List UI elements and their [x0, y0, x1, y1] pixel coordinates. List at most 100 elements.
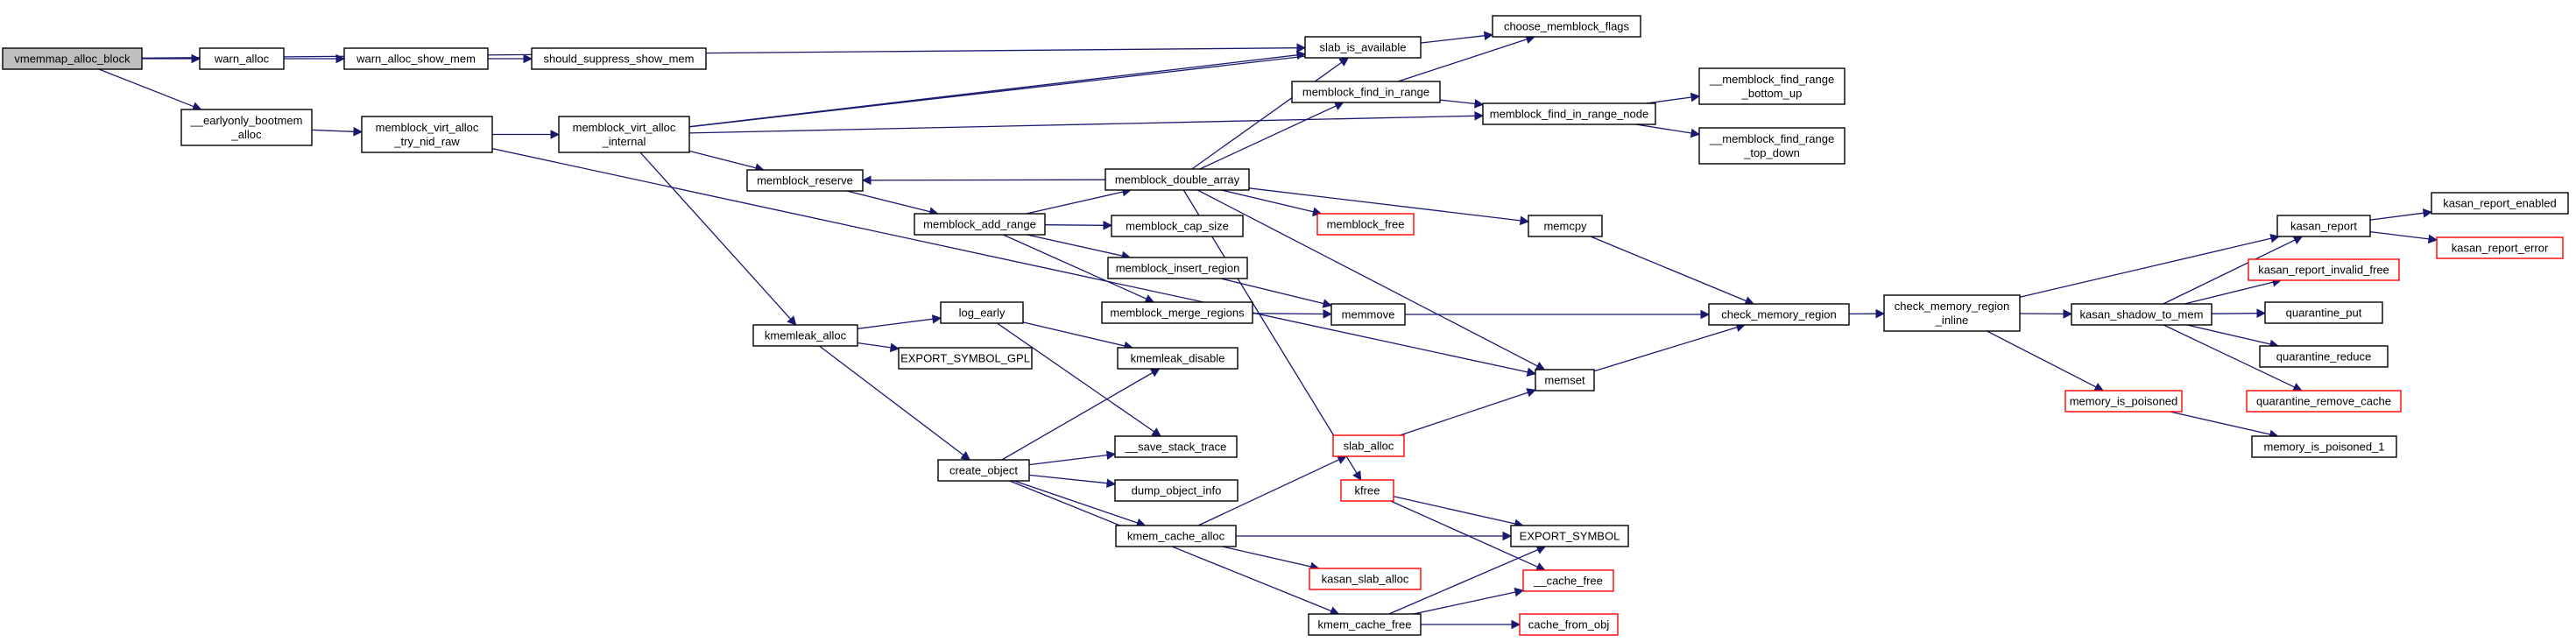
- node-label: memblock_find_in_range_node: [1490, 108, 1648, 121]
- node-memory-is-poisoned[interactable]: memory_is_poisoned: [2064, 390, 2183, 413]
- node-cap-size[interactable]: memblock_cap_size: [1111, 215, 1244, 237]
- node-quarantine-remove-cache[interactable]: quarantine_remove_cache: [2246, 390, 2402, 413]
- node-memory-is-poisoned-1[interactable]: memory_is_poisoned_1: [2251, 435, 2397, 458]
- edge-line: [1191, 61, 1343, 170]
- node-find-in-range-node[interactable]: memblock_find_in_range_node: [1482, 102, 1656, 125]
- node-save-stack-trace[interactable]: __save_stack_trace: [1114, 435, 1238, 458]
- node-box: [558, 116, 690, 153]
- node-label: memblock_double_array: [1115, 173, 1240, 187]
- node-log-early[interactable]: log_early: [940, 301, 1024, 324]
- edge-line: [997, 322, 1155, 433]
- node-earlyonly[interactable]: __earlyonly_bootmem_alloc: [180, 109, 313, 146]
- edge-arrowhead: [1535, 562, 1546, 571]
- edge-line: [1593, 326, 1738, 372]
- edge-arrowhead: [1690, 128, 1701, 138]
- node-double-array[interactable]: memblock_double_array: [1105, 168, 1250, 191]
- edge-line: [1003, 234, 1147, 300]
- edge-find_in_range-to-find_in_range_node: [1439, 99, 1485, 109]
- node-kasan-report-error[interactable]: kasan_report_error: [2436, 236, 2564, 259]
- edge-arrowhead: [1144, 294, 1155, 303]
- edge-create_object-to-dump_object_info: [1028, 474, 1117, 488]
- node-box: [531, 47, 707, 70]
- node-dump-object-info[interactable]: dump_object_info: [1114, 479, 1239, 502]
- edge-line: [1413, 591, 1516, 615]
- edge-double_array-to-memcpy: [1248, 187, 1530, 226]
- node-kasan-report[interactable]: kasan_report: [2276, 215, 2371, 237]
- node-box: [898, 347, 1033, 370]
- edge-line: [1590, 236, 1747, 302]
- node-box: [1535, 369, 1595, 392]
- node-box: [1340, 479, 1394, 502]
- node-find-top-down[interactable]: __memblock_find_range_top_down: [1698, 127, 1846, 165]
- edge-arrowhead: [889, 342, 900, 353]
- node-kasan-report-enabled[interactable]: kasan_report_enabled: [2431, 192, 2569, 215]
- node-should-suppress[interactable]: should_suppress_show_mem: [531, 47, 707, 70]
- edge-line: [98, 68, 194, 108]
- edge-create_object-to-save_stack_trace: [1028, 450, 1117, 466]
- node-find-bottom-up[interactable]: __memblock_find_range_bottom_up: [1698, 67, 1846, 105]
- node-mva-internal[interactable]: memblock_virt_alloc_internal: [558, 116, 690, 153]
- node-vmemmap[interactable]: vmemmap_alloc_block: [2, 47, 143, 70]
- node-kfree[interactable]: kfree: [1340, 479, 1394, 502]
- edge-line: [1635, 123, 1692, 134]
- edge-line: [2019, 237, 2272, 298]
- node-box: [1309, 568, 1422, 590]
- edge-line: [1397, 39, 1528, 82]
- node-add-range[interactable]: memblock_add_range: [914, 213, 1046, 236]
- node-kasan-slab-alloc[interactable]: kasan_slab_alloc: [1309, 568, 1422, 590]
- node-memmove[interactable]: memmove: [1330, 303, 1406, 326]
- edge-arrowhead: [1149, 368, 1161, 377]
- node-slab-is-available[interactable]: slab_is_available: [1304, 36, 1422, 59]
- node-quarantine-reduce[interactable]: quarantine_reduce: [2259, 345, 2389, 368]
- node-choose-flags[interactable]: choose_memblock_flags: [1492, 15, 1641, 38]
- node-label: memory_is_poisoned_1: [2263, 441, 2384, 454]
- edge-memmove-to-check_memory_region: [1405, 309, 1711, 320]
- node-slab-alloc[interactable]: slab_alloc: [1332, 434, 1405, 457]
- node-insert-region[interactable]: memblock_insert_region: [1107, 257, 1248, 279]
- node-mva-try-nid[interactable]: memblock_virt_alloc_try_nid_raw: [361, 116, 493, 153]
- node-merge-regions[interactable]: memblock_merge_regions: [1101, 301, 1253, 324]
- node-box: [746, 169, 864, 192]
- node-export-symbol-gpl[interactable]: EXPORT_SYMBOL_GPL: [898, 347, 1033, 370]
- edge-line: [311, 129, 355, 132]
- node-kmemleak-disable[interactable]: kmemleak_disable: [1117, 347, 1239, 370]
- edge-arrowhead: [1106, 478, 1117, 488]
- edge-line: [1028, 454, 1108, 466]
- node-warn-alloc[interactable]: warn_alloc: [199, 47, 285, 70]
- node-memblock-reserve[interactable]: memblock_reserve: [746, 169, 864, 192]
- edge-kfree-to-export_symbol: [1393, 496, 1524, 529]
- node-kmemleak-alloc[interactable]: kmemleak_alloc: [752, 324, 858, 347]
- edge-arrowhead: [550, 130, 561, 139]
- node-memset[interactable]: memset: [1535, 369, 1595, 392]
- node-kasan-report-invalid-free[interactable]: kasan_report_invalid_free: [2248, 258, 2400, 281]
- node-cache-from-obj[interactable]: cache_from_obj: [1519, 613, 1619, 636]
- node-box: [940, 301, 1024, 324]
- edge-arrowhead: [2093, 382, 2105, 392]
- edge-arrowhead: [2256, 308, 2267, 319]
- node-export-symbol[interactable]: EXPORT_SYMBOL: [1510, 525, 1629, 547]
- node-memcpy[interactable]: memcpy: [1528, 215, 1603, 237]
- node-memblock-free[interactable]: memblock_free: [1316, 213, 1415, 236]
- edge-add_range-to-cap_size: [1044, 220, 1113, 230]
- node-box: [2436, 236, 2564, 259]
- node-check-memory-region[interactable]: check_memory_region: [1708, 303, 1850, 326]
- node-label: EXPORT_SYMBOL: [1520, 530, 1620, 543]
- edge-arrowhead: [1526, 367, 1537, 377]
- node-cache-free[interactable]: __cache_free: [1522, 569, 1614, 592]
- edge-arrowhead: [861, 175, 872, 186]
- node-kmem-cache-alloc[interactable]: kmem_cache_alloc: [1115, 525, 1237, 547]
- node-find-in-range[interactable]: memblock_find_in_range: [1291, 81, 1441, 103]
- node-kasan-shadow[interactable]: kasan_shadow_to_mem: [2071, 303, 2213, 326]
- node-label: warn_alloc_show_mem: [356, 53, 476, 66]
- edge-merge_regions-to-memmove: [1252, 309, 1333, 319]
- node-check-mr-inline[interactable]: check_memory_region_inline: [1883, 294, 2021, 332]
- edge-arrowhead: [1296, 43, 1307, 53]
- node-box: [1708, 303, 1850, 326]
- node-label: dump_object_info: [1132, 484, 1222, 497]
- node-warn-alloc-show-mem[interactable]: warn_alloc_show_mem: [343, 47, 489, 70]
- node-kmem-cache-free[interactable]: kmem_cache_free: [1308, 613, 1422, 636]
- node-create-object[interactable]: create_object: [937, 459, 1030, 482]
- node-quarantine-put[interactable]: quarantine_put: [2264, 301, 2383, 324]
- node-label: __cache_free: [1533, 575, 1603, 588]
